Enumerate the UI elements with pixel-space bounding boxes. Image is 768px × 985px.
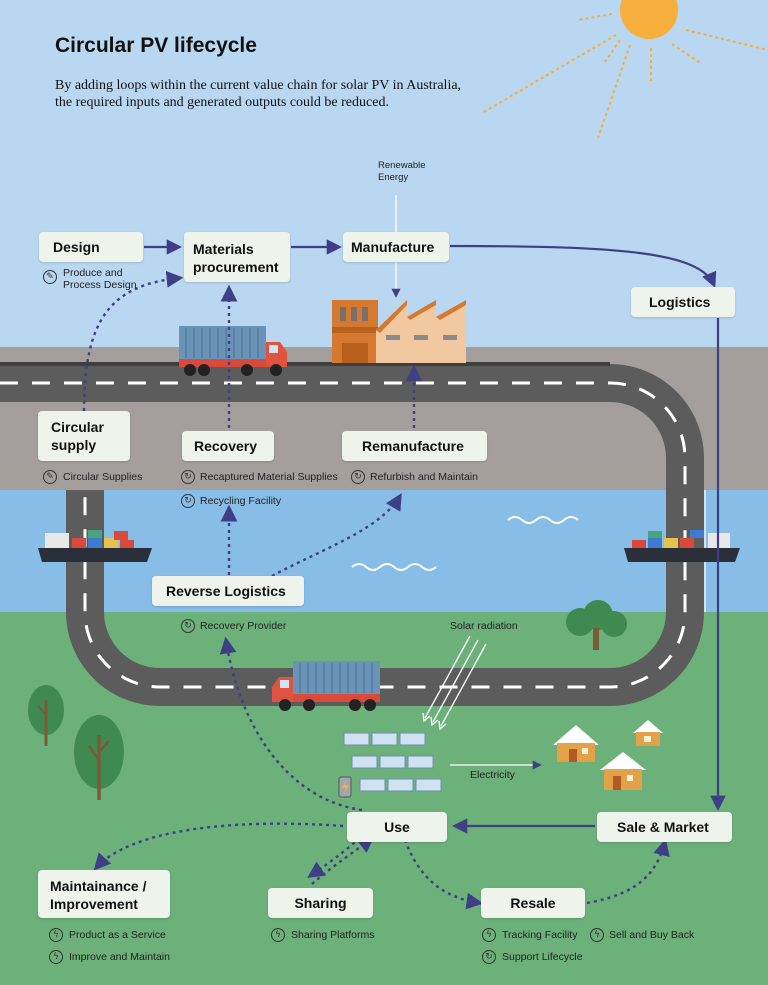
remanufacture-box[interactable]: Remanufacture [342,431,487,461]
pencil-icon: ✎ [43,470,57,484]
recovery-provider-detail: Recovery Provider [200,620,287,632]
factory-icon [332,300,466,363]
lightning-icon: ϟ [590,928,604,942]
renewable-energy-label: Renewable Energy [378,160,426,183]
arrow-manufacture-logistics [449,244,717,288]
maintenance-box[interactable]: Maintainance / Improvement [38,870,170,918]
recycle-icon: ↻ [181,470,195,484]
tracking-detail: Tracking Facility [502,929,578,941]
sell-buy-back-detail: Sell and Buy Back [609,929,695,941]
tree-icon [566,600,627,650]
manufacture-box[interactable]: Manufacture [343,232,449,262]
resale-box[interactable]: Resale [481,888,585,918]
arrow-use-resale [403,839,484,910]
arrow-use-maintenance [93,822,344,871]
house-icon [600,752,646,790]
improve-detail: Improve and Maintain [69,951,170,963]
road-markings [0,381,687,689]
materials-procurement-box[interactable]: Materials procurement [184,232,290,282]
pencil-icon: ✎ [43,270,57,284]
circular-supply-box[interactable]: Circular supply [38,411,130,461]
recycle-icon: ↻ [181,494,195,508]
truck-top [179,326,287,376]
use-box[interactable]: Use [347,812,447,842]
solar-radiation-label: Solar radiation [450,620,518,632]
electricity-label: Electricity [470,769,515,781]
battery-icon [338,776,352,798]
tree-icon [74,715,124,800]
design-box[interactable]: Design [39,232,143,262]
solar-rays [422,635,487,731]
sale-market-box[interactable]: Sale & Market [597,812,732,842]
reverse-logistics-box[interactable]: Reverse Logistics [152,576,304,606]
arrow-use-reverse [219,636,363,812]
paas-detail: Product as a Service [69,929,166,941]
house-icon [633,720,663,746]
recycling-facility-detail: Recycling Facility [200,495,282,507]
recycle-icon: ↻ [181,619,195,633]
wave [351,563,437,571]
house-icon [553,725,599,762]
cargo-ship-left [38,530,152,562]
circular-supplies-detail: Circular Supplies [63,471,143,483]
sun-icon [481,0,768,139]
lightning-icon: ϟ [482,928,496,942]
lightning-icon: ϟ [49,950,63,964]
lightning-icon: ϟ [49,928,63,942]
arrow-use-sharing [307,837,361,878]
sharing-box[interactable]: Sharing [268,888,373,918]
tree-icon [28,685,64,746]
page-subtitle: By adding loops within the current value… [55,78,462,110]
arrow-sharing-use [311,835,375,885]
recycle-icon: ↻ [482,950,496,964]
solar-panel-array [343,732,442,792]
road-shoulder [0,362,610,366]
refurbish-detail: Refurbish and Maintain [370,471,478,483]
wave [507,516,579,524]
design-detail: Produce and Process Design [63,267,137,291]
arrow-circular-materials [82,270,184,412]
recovery-box[interactable]: Recovery [182,431,274,461]
recycle-icon: ↻ [351,470,365,484]
recaptured-detail: Recaptured Material Supplies [200,471,338,483]
logistics-box[interactable]: Logistics [631,287,735,317]
page-title: Circular PV lifecycle [55,34,257,57]
lightning-icon: ϟ [271,928,285,942]
support-lifecycle-detail: Support Lifecycle [502,951,583,963]
sharing-platforms-detail: Sharing Platforms [291,929,375,941]
truck-bottom [272,661,380,711]
